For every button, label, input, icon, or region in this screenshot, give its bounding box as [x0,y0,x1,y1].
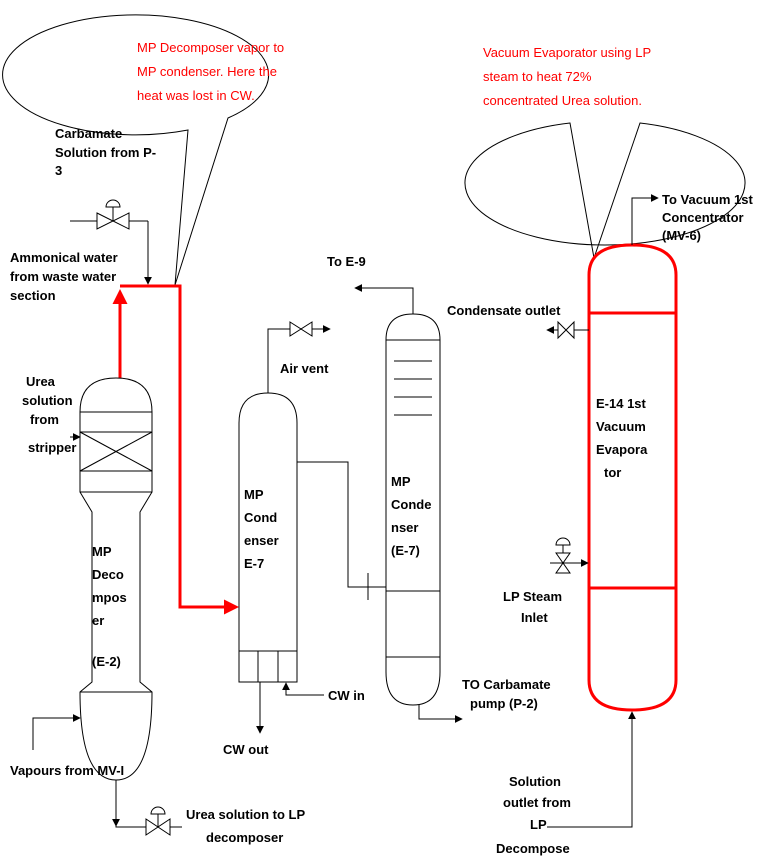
condenser-b-name-2: Conde [391,497,431,512]
decomposer-name-4: er [92,613,104,628]
callout-right-line-3: concentrated Urea solution. [483,93,642,108]
vapours-inlet-line [32,714,81,750]
evaporator-name-3: Evapora [596,442,648,457]
label-cw-out: CW out [223,742,269,757]
lp-steam-inlet [550,537,589,574]
to-e9-line [354,284,414,314]
condenser-a-name-1: MP [244,487,264,502]
valve-icon-4 [557,320,575,340]
vapor-line [112,284,239,615]
actuator-icon-2 [150,806,166,815]
label-solution-3: LP [530,817,547,832]
carbamate-inlet [70,199,152,285]
label-to-carbamate-2: pump (P-2) [470,696,538,711]
label-urea-4: stripper [28,440,76,455]
to-carbamate-line [418,705,463,723]
label-urea-1: Urea [26,374,56,389]
label-vapours: Vapours from MV-I [10,763,124,778]
condenser-a-name-2: Cond [244,510,277,525]
condenser-b-name-1: MP [391,474,411,489]
valve-icon-5 [555,552,571,574]
evaporator-e14: E-14 1st Vacuum Evapora tor [587,243,678,712]
solution-inlet-line [547,711,636,828]
air-vent [267,321,331,393]
callout-left-line-1: MP Decomposer vapor to [137,40,284,55]
actuator-icon-3 [555,537,571,546]
condenser-e7-a: MP Cond enser E-7 [238,392,298,683]
label-to-carbamate-1: TO Carbamate [462,677,551,692]
label-lp-steam-1: LP Steam [503,589,562,604]
evaporator-name-2: Vacuum [596,419,646,434]
urea-outlet [112,780,182,836]
callout-left: MP Decomposer vapor to MP condenser. Her… [2,14,284,286]
condenser-b-name-4: (E-7) [391,543,420,558]
label-solution-4: Decompose [496,841,570,856]
decomposer-name-1: MP [92,544,112,559]
label-solution-1: Solution [509,774,561,789]
label-urea-3: from [30,412,59,427]
callout-left-line-3: heat was lost in CW. [137,88,255,103]
label-ammonical-2: from waste water [10,269,116,284]
callout-left-line-2: MP condenser. Here the [137,64,277,79]
label-urea-lp-2: decomposer [206,830,283,845]
label-urea-lp-1: Urea solution to LP [186,807,306,822]
label-ammonical-1: Ammonical water [10,250,118,265]
decomposer-name-3: mpos [92,590,127,605]
label-air-vent: Air vent [280,361,329,376]
label-carbamate-1: Carbamate [55,126,122,141]
cw-in-line [282,682,324,696]
label-to-vacuum-3: (MV-6) [662,228,701,243]
label-to-vacuum-1: To Vacuum 1st [662,192,753,207]
label-cw-in: CW in [328,688,365,703]
condenser-a-name-3: enser [244,533,279,548]
label-lp-steam-2: Inlet [521,610,548,625]
label-to-e9: To E-9 [327,254,366,269]
evaporator-name-1: E-14 1st [596,396,647,411]
callout-right: Vacuum Evaporator using LP steam to heat… [464,45,746,259]
label-urea-2: solution [22,393,73,408]
evaporator-name-4: tor [604,465,621,480]
valve-icon-3 [289,321,313,337]
label-condensate: Condensate outlet [447,303,561,318]
to-vacuum-line [631,194,659,245]
condensate-outlet [546,320,589,340]
callout-right-line-2: steam to heat 72% [483,69,592,84]
decomposer-name-2: Deco [92,567,124,582]
label-solution-2: outlet from [503,795,571,810]
decomposer-name-5: (E-2) [92,654,121,669]
decomposer-e2: MP Deco mpos er (E-2) [79,377,153,781]
label-carbamate-2: Solution from P- [55,145,156,160]
label-ammonical-3: section [10,288,56,303]
label-to-vacuum-2: Concentrator [662,210,744,225]
label-carbamate-3: 3 [55,163,62,178]
condenser-b-name-3: nser [391,520,418,535]
callout-right-line-1: Vacuum Evaporator using LP [483,45,651,60]
condenser-e7-b: MP Conde nser (E-7) [385,313,441,706]
actuator-icon [105,199,121,208]
condenser-a-name-4: E-7 [244,556,264,571]
